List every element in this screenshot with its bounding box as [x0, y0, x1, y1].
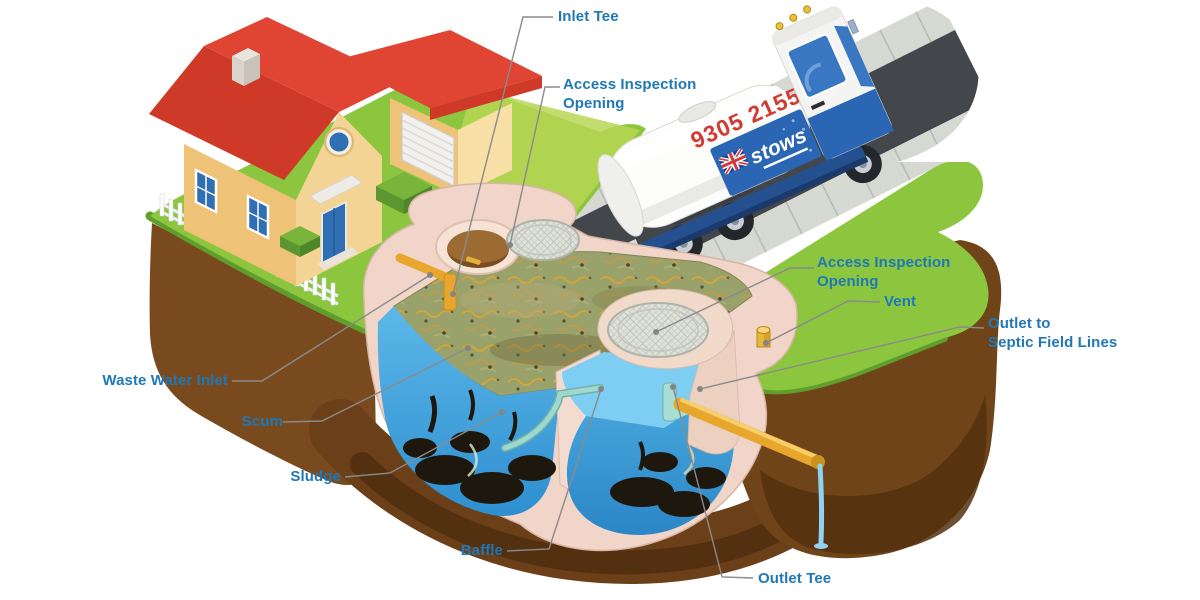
- truck-door-handle: [810, 100, 826, 110]
- logo-tagline-bar: [763, 147, 809, 170]
- leader-baffle: [506, 388, 602, 552]
- round-window: [326, 129, 352, 155]
- logo-panel-dots: [782, 119, 813, 152]
- pump-truck: 9305 2155 stows: [597, 5, 894, 266]
- access-hole-shadow: [447, 249, 509, 268]
- garage-roof-fascia: [430, 76, 542, 120]
- leader-vent: [765, 300, 881, 344]
- leader-sludge: [344, 411, 503, 478]
- door-step: [318, 247, 358, 270]
- label-outlet-to-septic-field-lines: Outlet to Septic Field Lines: [988, 315, 1118, 351]
- garage-door: [401, 110, 455, 188]
- label-access-inspection-opening-top: Access Inspection Opening: [563, 76, 697, 112]
- window: [194, 168, 218, 214]
- leader-dot: [763, 340, 769, 346]
- water-discharge: [817, 463, 825, 545]
- union-jack-flag: [718, 147, 750, 175]
- truck-tank-hatch: [678, 101, 717, 123]
- leader-dot: [507, 242, 513, 248]
- roof-right-slope: [204, 17, 402, 112]
- garage-side-wall: [458, 103, 512, 196]
- label-access-inspection-opening-right: Access Inspection Opening: [817, 254, 951, 290]
- truck-windshield: [834, 25, 875, 87]
- outlet-pipe-highlight: [680, 398, 818, 459]
- leader-dot: [499, 409, 505, 415]
- leader-dot: [598, 386, 604, 392]
- leader-access-right: [655, 267, 814, 333]
- septic-tank: [362, 182, 828, 552]
- hedge: [280, 226, 320, 257]
- access-hole: [435, 219, 521, 275]
- chimney: [232, 48, 260, 86]
- truck-logo-panel: stows: [710, 109, 822, 196]
- road-end-mask: [898, 0, 1012, 162]
- inlet-tee-pipe: [443, 273, 457, 311]
- label-vent: Vent: [884, 293, 917, 310]
- roof-left-slope: [149, 46, 339, 180]
- sludge-chamber1: [403, 389, 556, 504]
- scum-blotch: [460, 282, 580, 318]
- window: [246, 194, 270, 240]
- label-scum: Scum: [241, 413, 283, 430]
- leader-waste-water-inlet: [232, 274, 431, 382]
- house: [149, 17, 542, 306]
- flow-arrow: [683, 445, 695, 475]
- label-sludge: Sludge: [290, 468, 341, 485]
- leader-outlet-tee: [672, 386, 754, 579]
- label-baffle: Baffle: [460, 542, 503, 559]
- label-waste-water-inlet: Waste Water Inlet: [102, 372, 228, 389]
- label-outlet-tee: Outlet Tee: [758, 570, 832, 587]
- truck-clearance-light: [789, 13, 798, 22]
- leader-outlet-field: [699, 326, 985, 390]
- water-splash: [814, 543, 828, 549]
- truck-cab-skirt: [807, 88, 894, 161]
- leader-lines: [232, 16, 985, 579]
- access-hole-pipe-glint: [465, 256, 481, 265]
- leader-access-top: [509, 86, 560, 246]
- truck-chassis: [632, 146, 867, 262]
- truck-mirror: [847, 19, 860, 35]
- leader-dot: [670, 384, 676, 390]
- garage-roof: [336, 30, 542, 108]
- truck-chassis-rail: [635, 156, 869, 265]
- door-canopy: [309, 174, 363, 205]
- truck-cab: [772, 5, 894, 161]
- leader-dot: [653, 329, 659, 335]
- leader-dot: [427, 272, 433, 278]
- inlet-pipe: [395, 253, 453, 283]
- leader-dot: [450, 291, 456, 297]
- truck-tank-endcap: [597, 154, 644, 237]
- truck-clearance-light: [803, 5, 812, 14]
- truck-tank-highlight: [611, 85, 783, 172]
- access-lid-1: [506, 219, 580, 261]
- transfer-pipe: [502, 385, 603, 451]
- soil-right-dark-band: [760, 395, 987, 555]
- leader-dots: [427, 242, 769, 415]
- leader-dot: [465, 345, 471, 351]
- leader-inlet-tee: [452, 16, 553, 295]
- flow-arrow: [467, 443, 478, 477]
- truck-clearance-light: [775, 22, 784, 31]
- label-inlet-tee: Inlet Tee: [558, 8, 619, 25]
- leader-dot: [697, 386, 703, 392]
- truck-cab-roof: [772, 6, 842, 45]
- round-window-ring: [324, 127, 354, 157]
- sludge-chamber2: [610, 441, 726, 517]
- outlet-pipe: [673, 397, 825, 469]
- leader-scum: [282, 347, 469, 423]
